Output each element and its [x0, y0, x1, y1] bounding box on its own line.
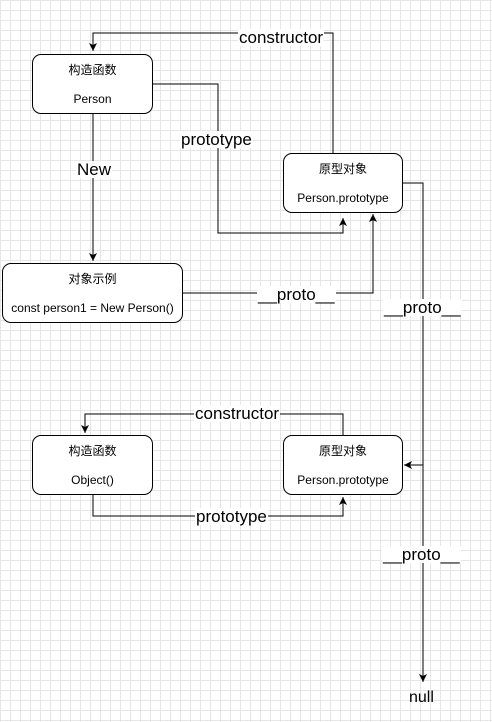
node-subtitle: Person — [73, 91, 112, 106]
null-label: null — [409, 689, 434, 706]
edge-label-proto-right: __proto__ — [383, 298, 462, 317]
edge-label-proto-bottom: __proto__ — [382, 545, 461, 564]
node-prototype-person: 原型对象 Person.prototype — [283, 153, 403, 213]
edge-label-proto-instance: __proto__ — [257, 285, 336, 304]
node-constructor-object: 构造函数 Object() — [32, 435, 153, 495]
node-subtitle: Person.prototype — [297, 472, 389, 487]
edge-label-new: New — [76, 160, 113, 179]
edge-prototype-top — [153, 83, 347, 234]
edge-label-constructor-bottom: constructor — [194, 404, 281, 423]
edge-label-prototype-bottom: prototype — [195, 507, 268, 526]
edge-constructor-top — [89, 32, 334, 153]
node-constructor-person: 构造函数 Person — [32, 54, 153, 114]
edge-proto-instance — [183, 214, 377, 294]
node-instance: 对象示例 const person1 = New Person() — [2, 263, 183, 323]
node-title: 构造函数 — [68, 62, 117, 77]
node-subtitle: Object() — [71, 472, 114, 487]
node-title: 原型对象 — [318, 443, 367, 458]
edge-label-constructor-top: constructor — [238, 28, 325, 47]
node-subtitle: const person1 = New Person() — [11, 300, 174, 315]
node-title: 构造函数 — [68, 443, 117, 458]
node-prototype-object: 原型对象 Person.prototype — [283, 435, 403, 495]
node-title: 对象示例 — [68, 271, 117, 286]
node-title: 原型对象 — [318, 161, 367, 176]
node-subtitle: Person.prototype — [297, 190, 389, 205]
edge-proto-right — [403, 182, 424, 469]
edge-label-prototype-top: prototype — [180, 130, 253, 149]
